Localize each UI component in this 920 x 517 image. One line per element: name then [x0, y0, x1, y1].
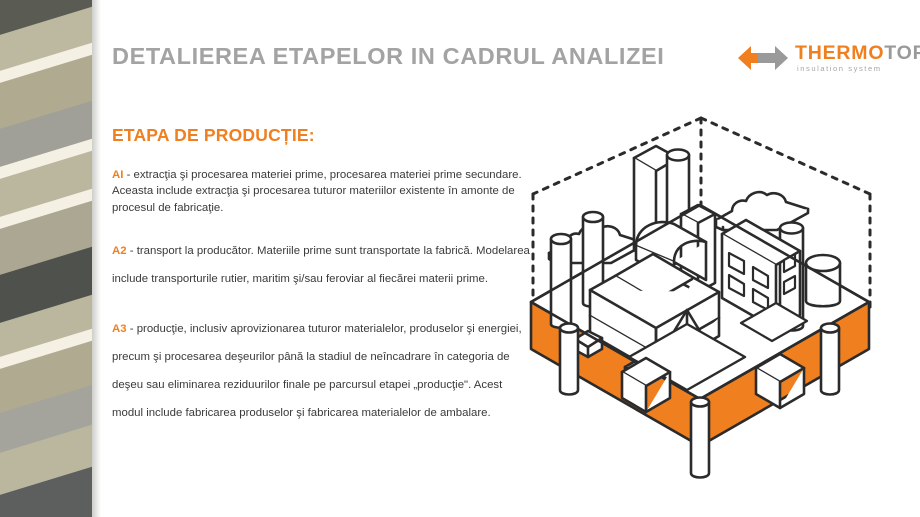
body-text-block: AI - extracţia şi procesarea materiei pr… — [112, 167, 532, 427]
paragraph-a2: A2 - transport la producător. Materiile … — [112, 237, 532, 293]
paragraph-text-a1: extracţia şi procesarea materiei prime, … — [112, 169, 522, 214]
storage-tank — [804, 253, 842, 308]
two-interlocking-arrows-icon — [737, 43, 789, 78]
paragraph-code-a2: A2 — [112, 244, 127, 257]
paragraph-code-a1: AI — [112, 169, 124, 181]
insulation-panel-stack-photo — [0, 0, 92, 517]
crate-left — [620, 356, 672, 414]
logo-tagline: insulation system — [797, 64, 882, 73]
paragraph-sep-a2: - — [126, 244, 137, 257]
paragraph-sep-a3: - — [126, 322, 137, 335]
support-legs — [558, 322, 841, 479]
paragraph-a1: AI - extracţia şi procesarea materiei pr… — [112, 167, 532, 216]
strip-shadow-divider — [92, 0, 101, 517]
logo-wordmark: THERMOTOP® — [795, 42, 920, 65]
isometric-factory-diagram — [508, 98, 912, 498]
paragraph-sep-a1: - — [123, 169, 134, 181]
thermotop-logo: THERMOTOP® insulation system — [737, 40, 920, 80]
logo-word-thermo: THERMO — [795, 42, 885, 64]
paragraph-text-a3: producţie, inclusiv aprovizionarea tutur… — [112, 322, 522, 419]
paragraph-text-a2: transport la producător. Materiile prime… — [112, 244, 530, 285]
paragraph-code-a3: A3 — [112, 322, 127, 335]
crate-right — [754, 352, 806, 410]
warehouse-windows — [727, 251, 797, 312]
loading-plate — [739, 301, 809, 343]
page-title: DETALIEREA ETAPELOR IN CADRUL ANALIZEI — [112, 43, 665, 69]
section-heading: ETAPA DE PRODUCȚIE: — [112, 125, 315, 145]
logo-word-top: TOP — [884, 42, 920, 64]
paragraph-a3: A3 - producţie, inclusiv aprovizionarea … — [112, 315, 532, 427]
